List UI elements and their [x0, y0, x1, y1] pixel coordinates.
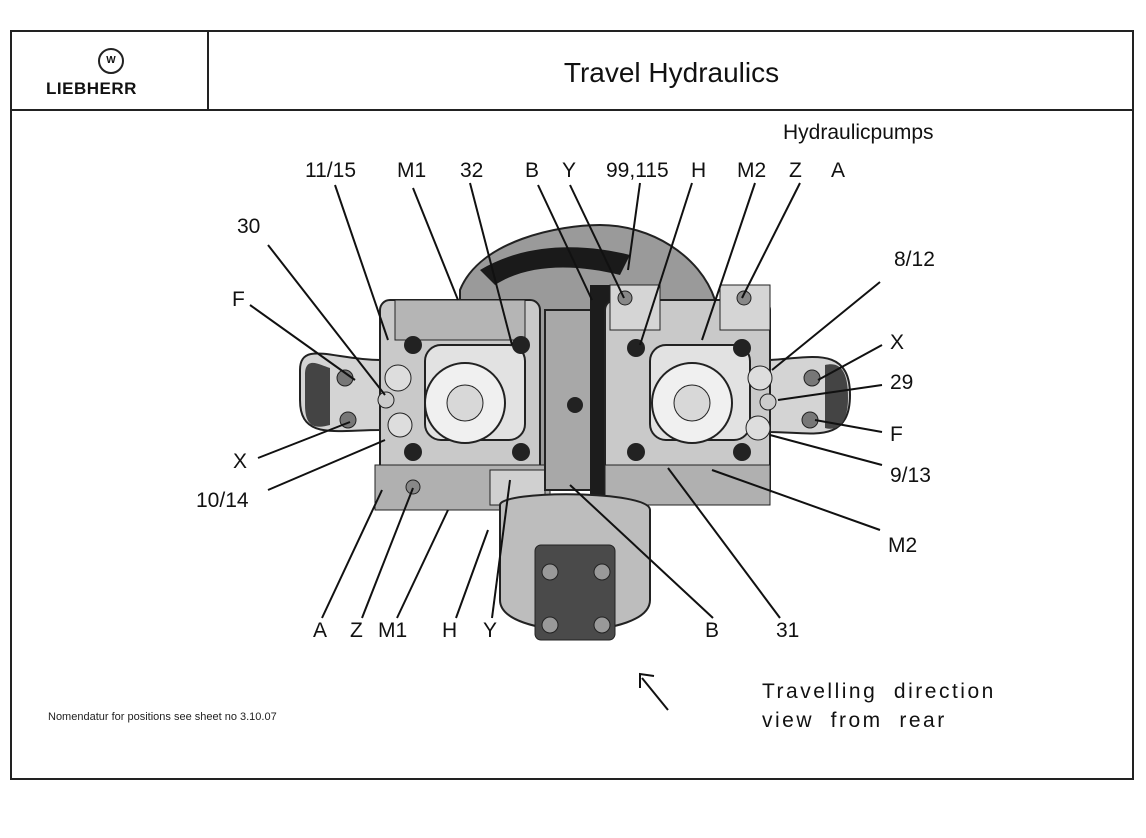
- leader-lines: [249, 182, 883, 711]
- label-m2-right: M2: [888, 534, 917, 557]
- label-8-12: 8/12: [894, 248, 935, 271]
- label-x-right: X: [890, 331, 904, 354]
- bottom-labels: A Z M1 H Y B 31: [313, 619, 799, 642]
- header-row: W LIEBHERR Travel Hydraulics: [12, 32, 1132, 111]
- label-b-top: B: [525, 159, 539, 182]
- label-9-13: 9/13: [890, 464, 931, 487]
- label-a-top: A: [831, 159, 845, 182]
- label-10-14: 10/14: [196, 489, 249, 512]
- label-x-left: X: [233, 450, 247, 473]
- label-b-bottom: B: [705, 619, 719, 642]
- label-y-top: Y: [562, 159, 576, 182]
- label-m1-bottom: M1: [378, 619, 407, 642]
- logo-cell: W LIEBHERR: [12, 32, 209, 109]
- pump-illustration: [299, 223, 852, 641]
- label-h-bottom: H: [442, 619, 457, 642]
- label-a-bottom: A: [313, 619, 327, 642]
- label-31: 31: [776, 619, 799, 642]
- label-f-right: F: [890, 423, 903, 446]
- label-y-bottom: Y: [483, 619, 497, 642]
- label-29: 29: [890, 371, 913, 394]
- direction-note-line-1: Travelling direction: [762, 680, 996, 703]
- left-labels: 30 F X 10/14: [196, 215, 260, 512]
- liebherr-logo-mark: W: [98, 48, 124, 74]
- label-h-top: H: [691, 159, 706, 182]
- direction-note-line-2: view from rear: [762, 709, 947, 732]
- label-z-top: Z: [789, 159, 802, 182]
- liebherr-logo-text: LIEBHERR: [46, 79, 137, 98]
- page-title: Travel Hydraulics: [563, 57, 780, 88]
- label-99-115: 99,115: [606, 159, 669, 182]
- label-11-15: 11/15: [305, 159, 356, 182]
- label-32: 32: [460, 159, 483, 182]
- label-m1-top: M1: [397, 159, 426, 182]
- right-labels: 8/12 X 29 F 9/13 M2: [888, 248, 935, 557]
- label-30: 30: [237, 215, 260, 238]
- label-m2-top: M2: [737, 159, 766, 182]
- top-labels: 11/15 M1 32 B Y 99,115 H M2 Z A: [305, 159, 845, 182]
- drawing-sheet: W LIEBHERR Travel Hydraulics: [10, 30, 1134, 780]
- nomenclature-footnote: Nomendatur for positions see sheet no 3.…: [48, 711, 277, 723]
- subtitle: Hydraulicpumps: [783, 121, 934, 144]
- label-f-left: F: [232, 288, 245, 311]
- label-z-bottom: Z: [350, 619, 363, 642]
